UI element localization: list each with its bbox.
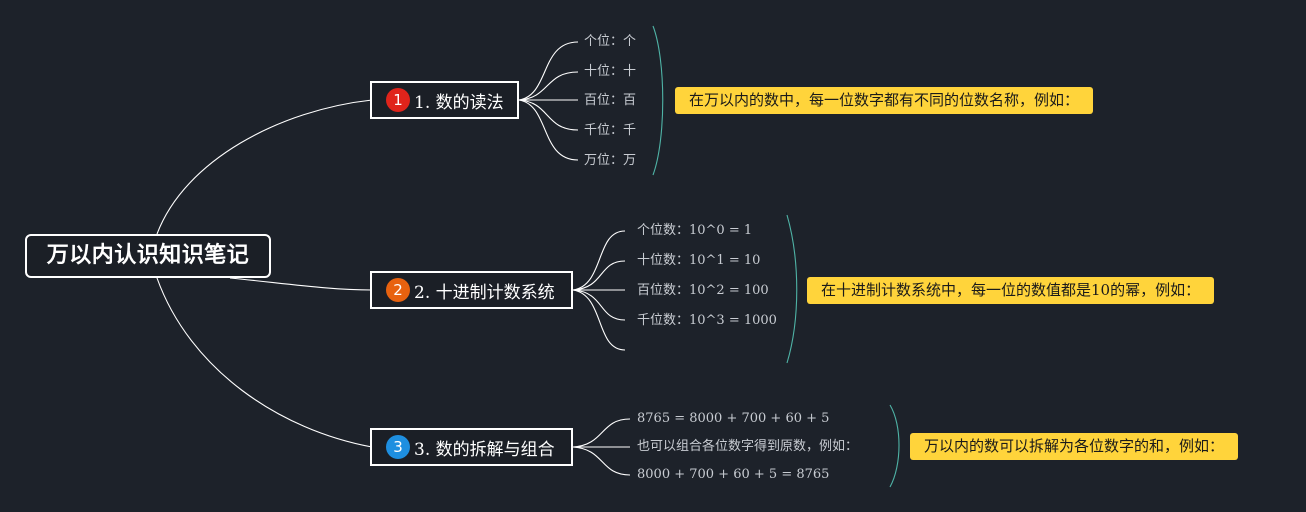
leaf-topic[interactable]: 个位数：10^0 = 1 [637, 223, 753, 238]
number-badge-1: 1 [386, 88, 410, 112]
link-b1-leaf-1 [518, 41, 579, 101]
bracket-branch-1 [652, 25, 664, 176]
link-b3-leaf-1 [572, 418, 631, 448]
branch-topic-decompose-compose[interactable]: 3 3. 数的拆解与组合 [370, 428, 573, 466]
link-b1-leaf-2 [518, 71, 579, 101]
leaf-topic[interactable]: 也可以组合各位数字得到原数，例如： [637, 439, 859, 454]
leaf-topic[interactable]: 百位数：10^2 = 100 [637, 283, 769, 298]
leaf-topic[interactable]: 万位：万 [584, 153, 637, 168]
leaf-topic[interactable]: 个位：个 [584, 34, 637, 49]
branch-label: 3. 数的拆解与组合 [414, 439, 555, 460]
summary-note[interactable]: 在十进制计数系统中，每一位的数值都是10的幂，例如： [807, 277, 1215, 304]
leaf-topic[interactable]: 十位：十 [584, 64, 637, 79]
link-b2-leaf-5 [572, 289, 626, 351]
root-topic[interactable]: 万以内认识知识笔记 [25, 234, 271, 278]
leaf-topic[interactable]: 千位：千 [584, 123, 637, 138]
link-b1-leaf-5 [518, 99, 579, 161]
leaf-topic[interactable]: 8765 = 8000 + 700 + 60 + 5 [637, 411, 830, 426]
leaf-topic[interactable]: 8000 + 700 + 60 + 5 = 8765 [637, 467, 830, 482]
link-root-branch-2 [229, 277, 373, 291]
link-root-branch-1 [156, 99, 373, 235]
link-b2-leaf-1 [572, 230, 626, 291]
leaf-topic[interactable]: 十位数：10^1 = 10 [637, 253, 761, 268]
summary-note[interactable]: 在万以内的数中，每一位数字都有不同的位数名称，例如： [675, 87, 1094, 114]
link-b1-leaf-4 [518, 99, 579, 131]
bracket-branch-3 [889, 404, 900, 488]
branch-label: 1. 数的读法 [414, 92, 504, 113]
number-badge-2: 2 [386, 278, 410, 302]
number-badge-3: 3 [386, 435, 410, 459]
summary-note[interactable]: 万以内的数可以拆解为各位数字的和，例如： [910, 433, 1239, 460]
link-b3-leaf-3 [572, 446, 631, 476]
leaf-topic[interactable]: 千位数：10^3 = 1000 [637, 313, 777, 328]
branch-label: 2. 十进制计数系统 [414, 282, 555, 303]
link-b2-leaf-4 [572, 289, 626, 321]
link-b2-leaf-2 [572, 260, 626, 291]
leaf-topic[interactable]: 百位：百 [584, 93, 637, 108]
link-root-branch-3 [156, 277, 373, 448]
branch-topic-reading[interactable]: 1 1. 数的读法 [370, 81, 519, 119]
branch-topic-decimal-system[interactable]: 2 2. 十进制计数系统 [370, 271, 573, 309]
bracket-branch-2 [786, 214, 798, 364]
